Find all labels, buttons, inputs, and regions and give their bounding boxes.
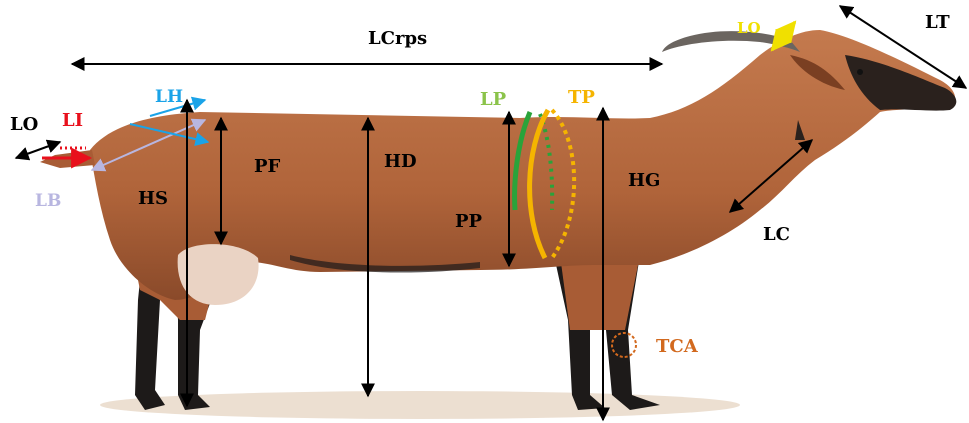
label-pp: PP bbox=[455, 211, 483, 232]
label-lb: LB bbox=[35, 191, 61, 211]
label-lo-horn: LO bbox=[737, 19, 761, 37]
label-lc: LC bbox=[763, 224, 790, 245]
label-hg: HG bbox=[628, 170, 660, 191]
label-lo-tail: LO bbox=[10, 114, 38, 135]
label-hd: HD bbox=[384, 151, 417, 172]
label-lh: LH bbox=[155, 87, 183, 107]
label-lt: LT bbox=[925, 12, 950, 33]
label-tp: TP bbox=[568, 87, 595, 108]
label-lcrps: LCrps bbox=[368, 28, 427, 49]
label-li: LI bbox=[62, 110, 83, 131]
label-pf: PF bbox=[254, 156, 281, 177]
label-tca: TCA bbox=[656, 336, 699, 357]
label-lp: LP bbox=[480, 89, 507, 110]
label-hs: HS bbox=[138, 188, 168, 209]
lo-tail-arrow bbox=[16, 142, 60, 158]
